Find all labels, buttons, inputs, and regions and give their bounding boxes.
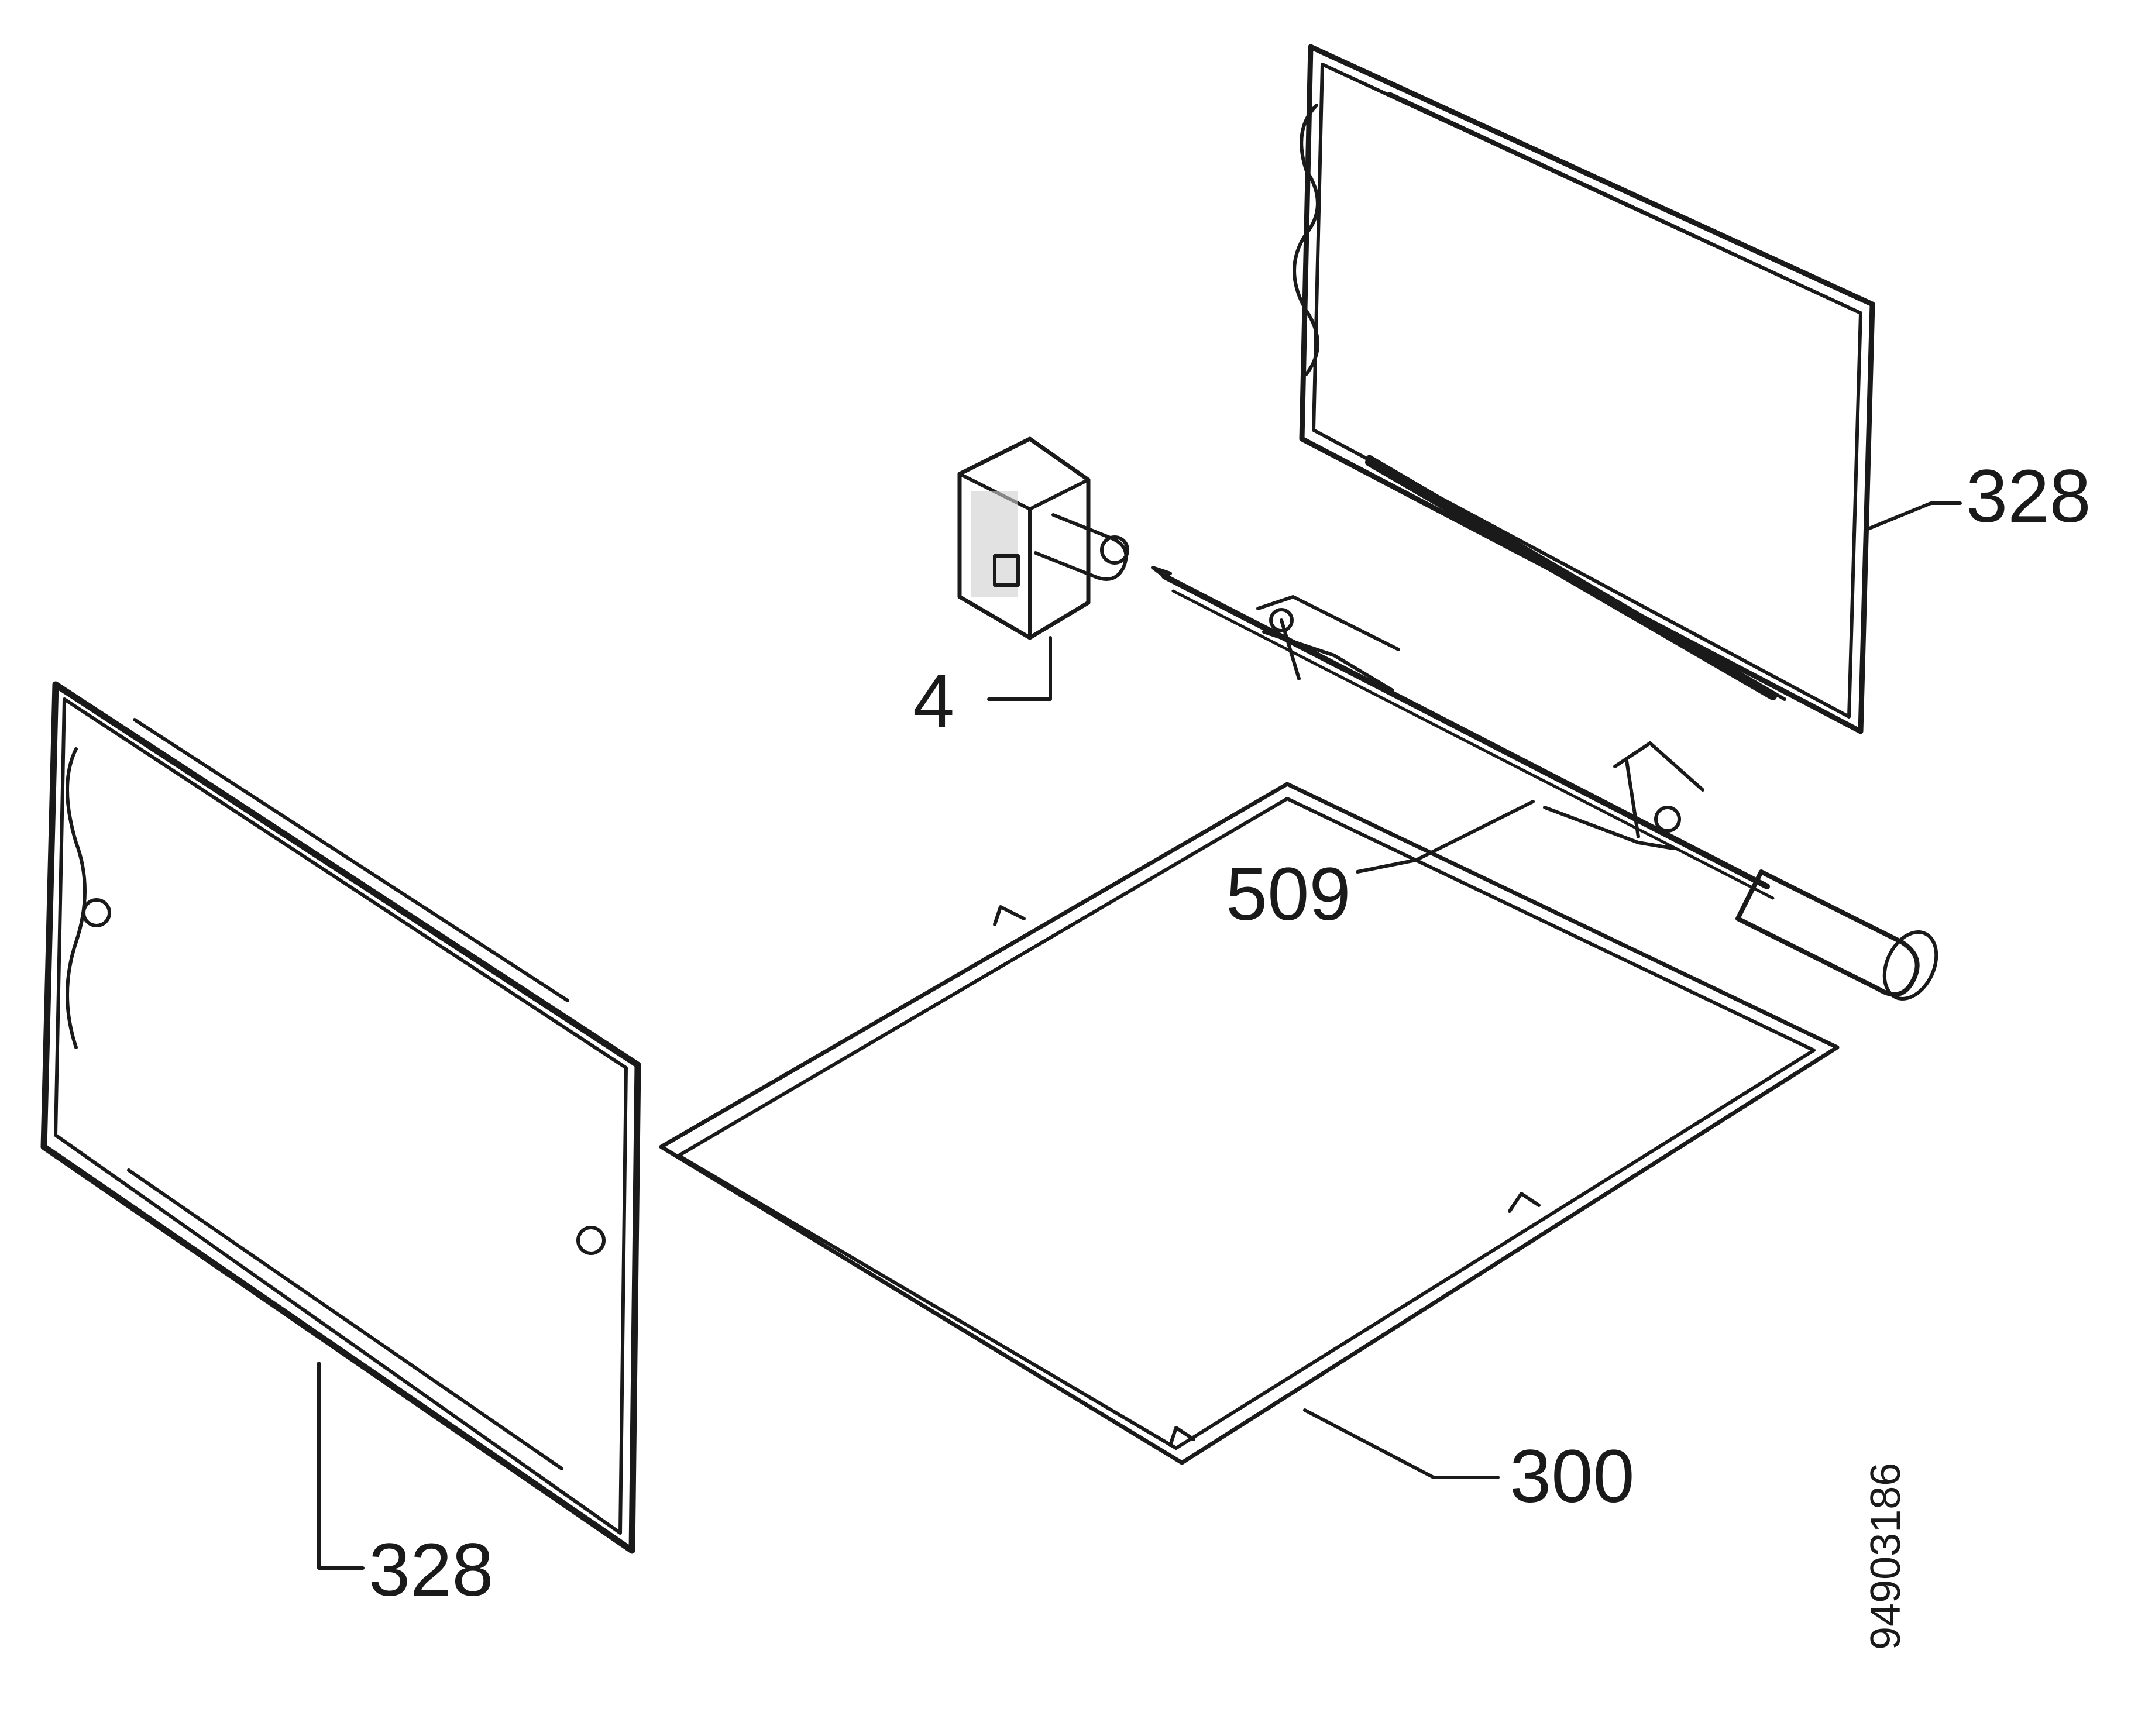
rotisserie-spit — [1151, 566, 1938, 1001]
part-label-300: 300 — [1510, 1435, 1635, 1518]
document-number: 94903186 — [1862, 1462, 1909, 1650]
leader-4 — [987, 636, 1052, 701]
wire-rack — [659, 782, 1840, 1465]
glass-panel-left — [40, 681, 641, 1554]
part-label-509: 509 — [1226, 852, 1351, 936]
rotisserie-motor — [957, 436, 1129, 640]
leader-328-left — [317, 1362, 365, 1570]
part-label-328-upper: 328 — [1966, 455, 2091, 538]
part-label-4: 4 — [913, 659, 955, 743]
part-label-328-left: 328 — [369, 1528, 494, 1612]
leader-300 — [1303, 1408, 1500, 1479]
leader-328-right — [1865, 501, 1962, 531]
glass-panel-upper-right — [1293, 44, 1875, 734]
